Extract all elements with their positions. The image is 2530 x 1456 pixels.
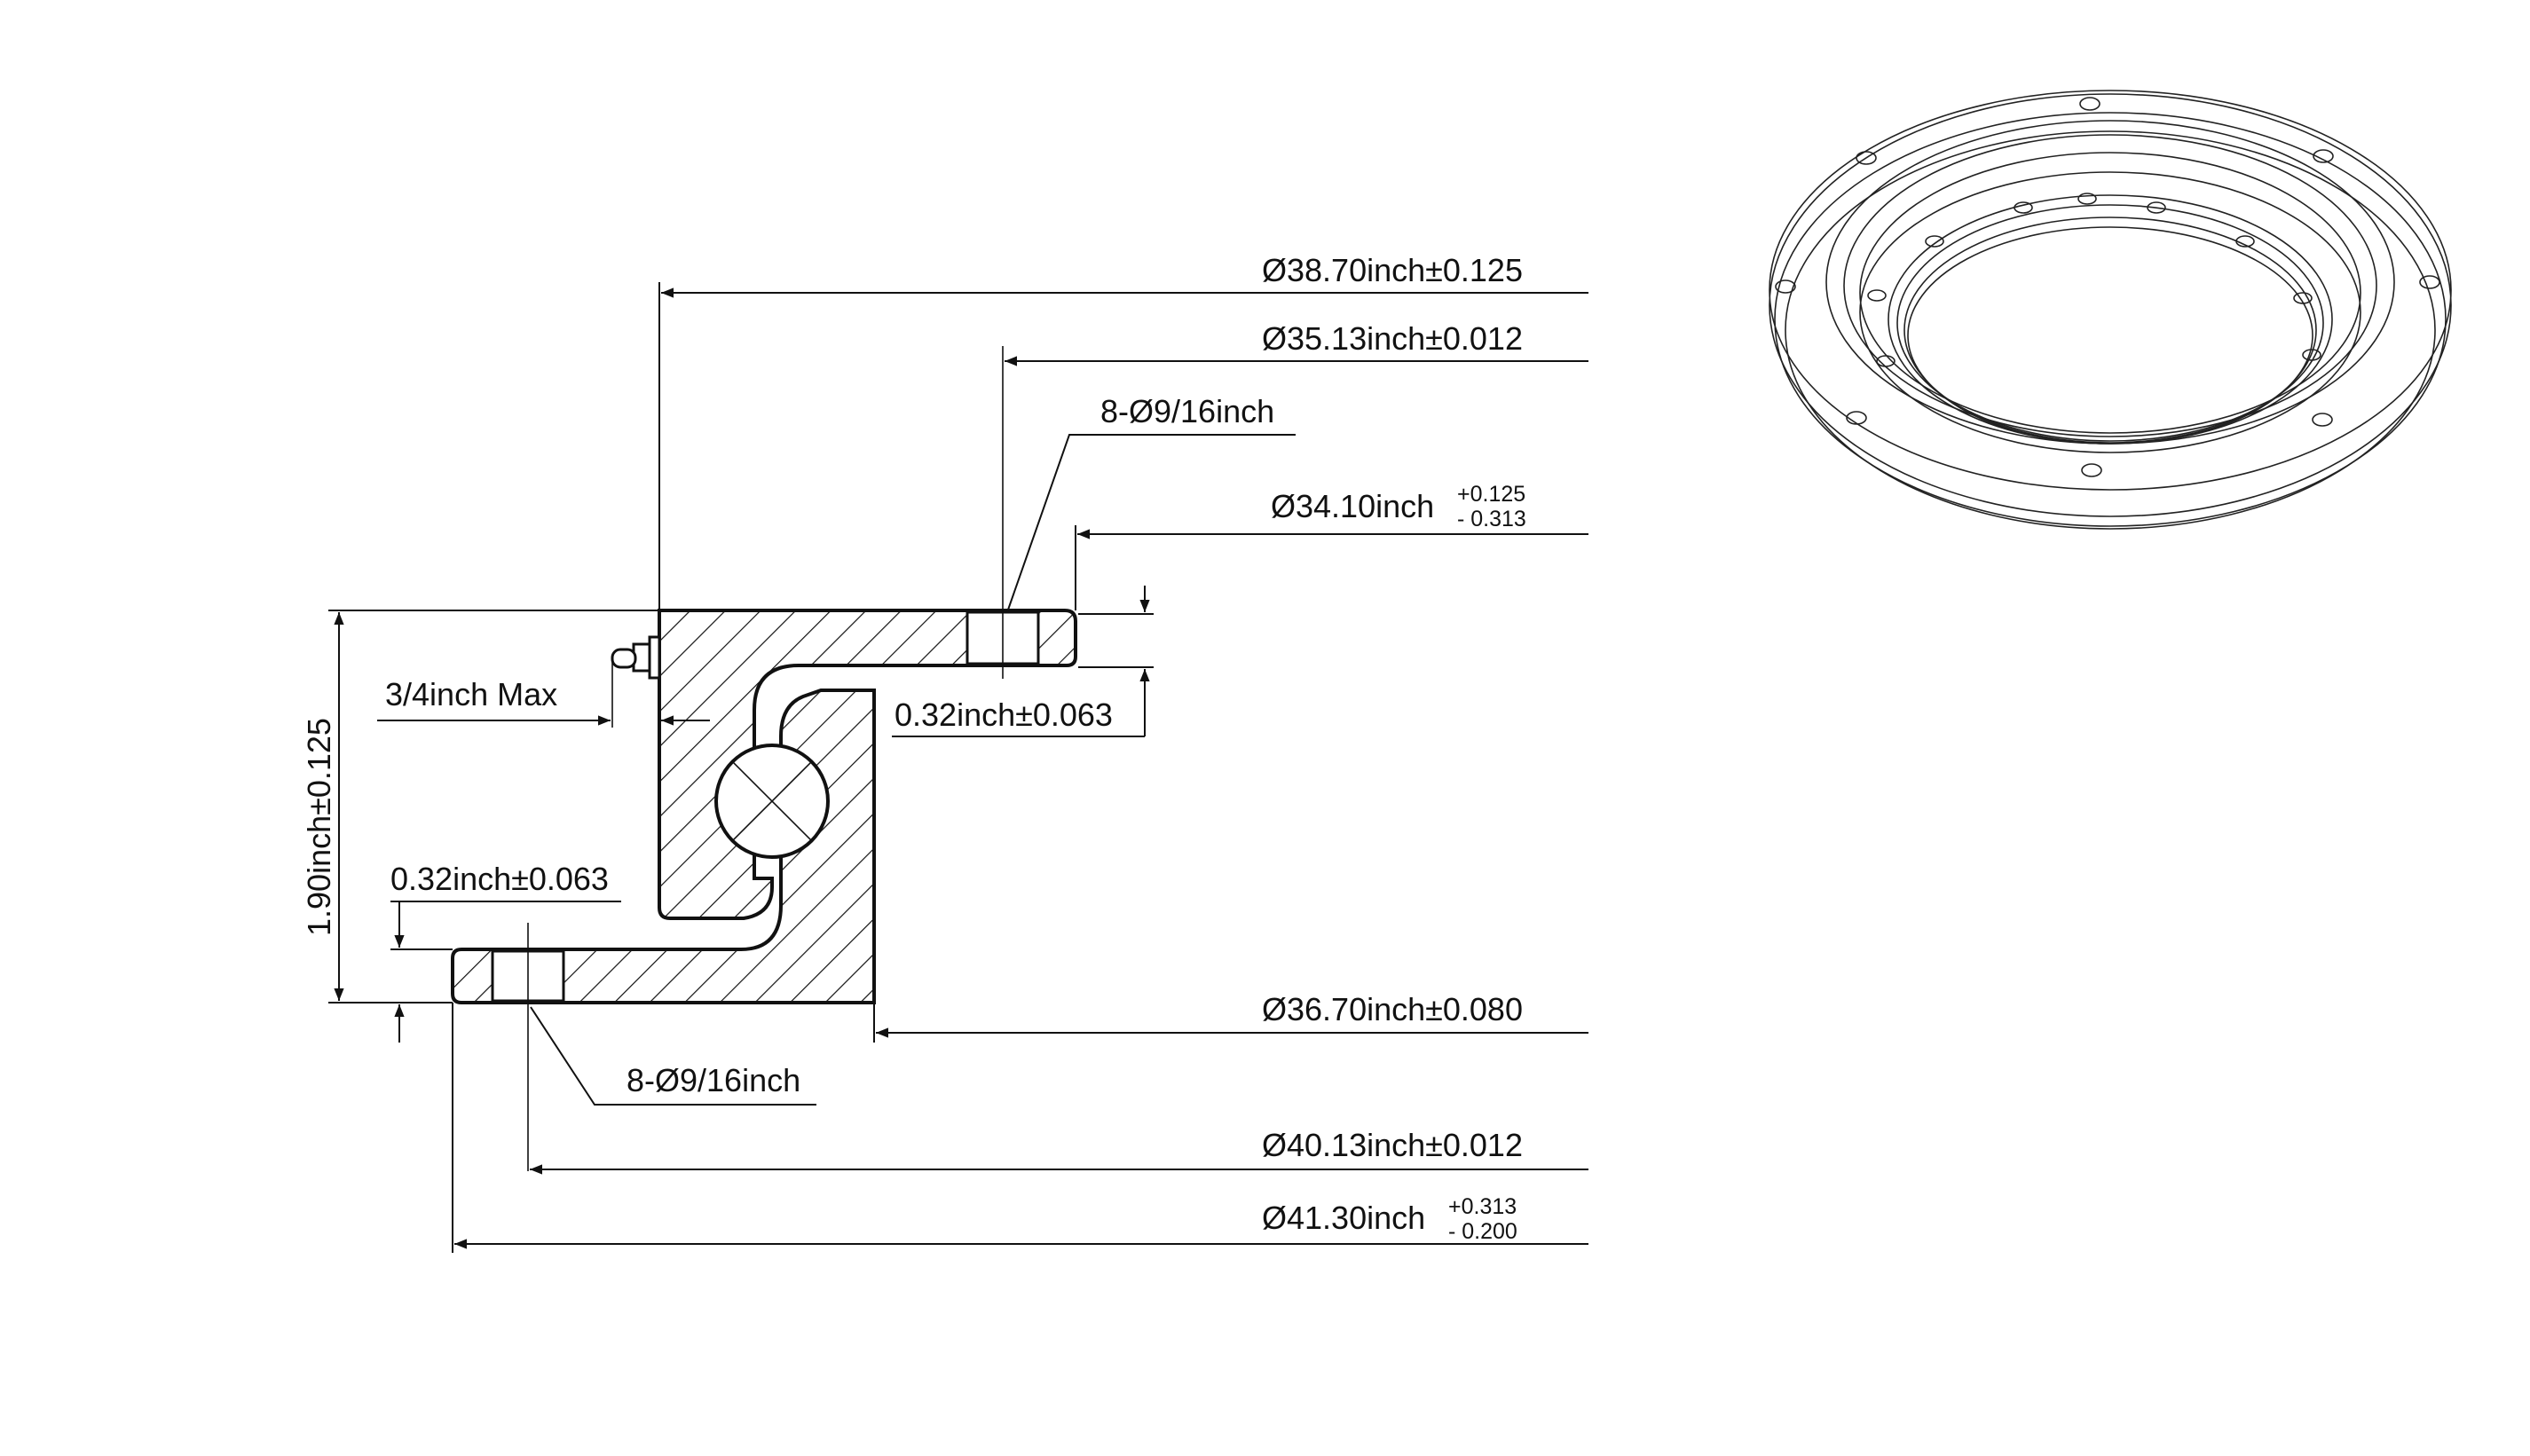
dim-d41-30: Ø41.30inch: [1262, 1200, 1425, 1236]
dim-d34-10-plus: +0.125: [1457, 482, 1525, 507]
dim-thk-top: 0.32inch±0.063: [895, 697, 1113, 733]
dim-d38-70: Ø38.70inch±0.125: [1262, 252, 1523, 288]
dim-d41-30-minus: - 0.200: [1448, 1219, 1517, 1244]
dim-holes-top: 8-Ø9/16inch: [1100, 393, 1274, 429]
dim-d41-30-plus: +0.313: [1448, 1194, 1517, 1219]
dim-d36-70: Ø36.70inch±0.080: [1262, 991, 1523, 1027]
dim-d40-13: Ø40.13inch±0.012: [1262, 1127, 1523, 1163]
dim-max-note: 3/4inch Max: [385, 676, 557, 712]
dim-height: 1.90inch±0.125: [301, 718, 337, 936]
dim-d35-13: Ø35.13inch±0.012: [1262, 320, 1523, 357]
bearing-isometric-view: [1769, 90, 2452, 530]
inner-bolt-holes: [1867, 193, 2321, 367]
bearing-cross-section: [451, 346, 1077, 1171]
dim-holes-bottom: 8-Ø9/16inch: [627, 1062, 800, 1098]
dim-thk-bottom: 0.32inch±0.063: [390, 861, 609, 897]
outer-bolt-holes: [1775, 97, 2440, 477]
dimensions: Ø38.70inch±0.125 Ø35.13inch±0.012 8-Ø9/1…: [301, 252, 1588, 1253]
dim-d34-10-minus: - 0.313: [1457, 507, 1526, 531]
dim-d34-10: Ø34.10inch: [1271, 488, 1434, 524]
grease-fitting: [611, 635, 661, 680]
